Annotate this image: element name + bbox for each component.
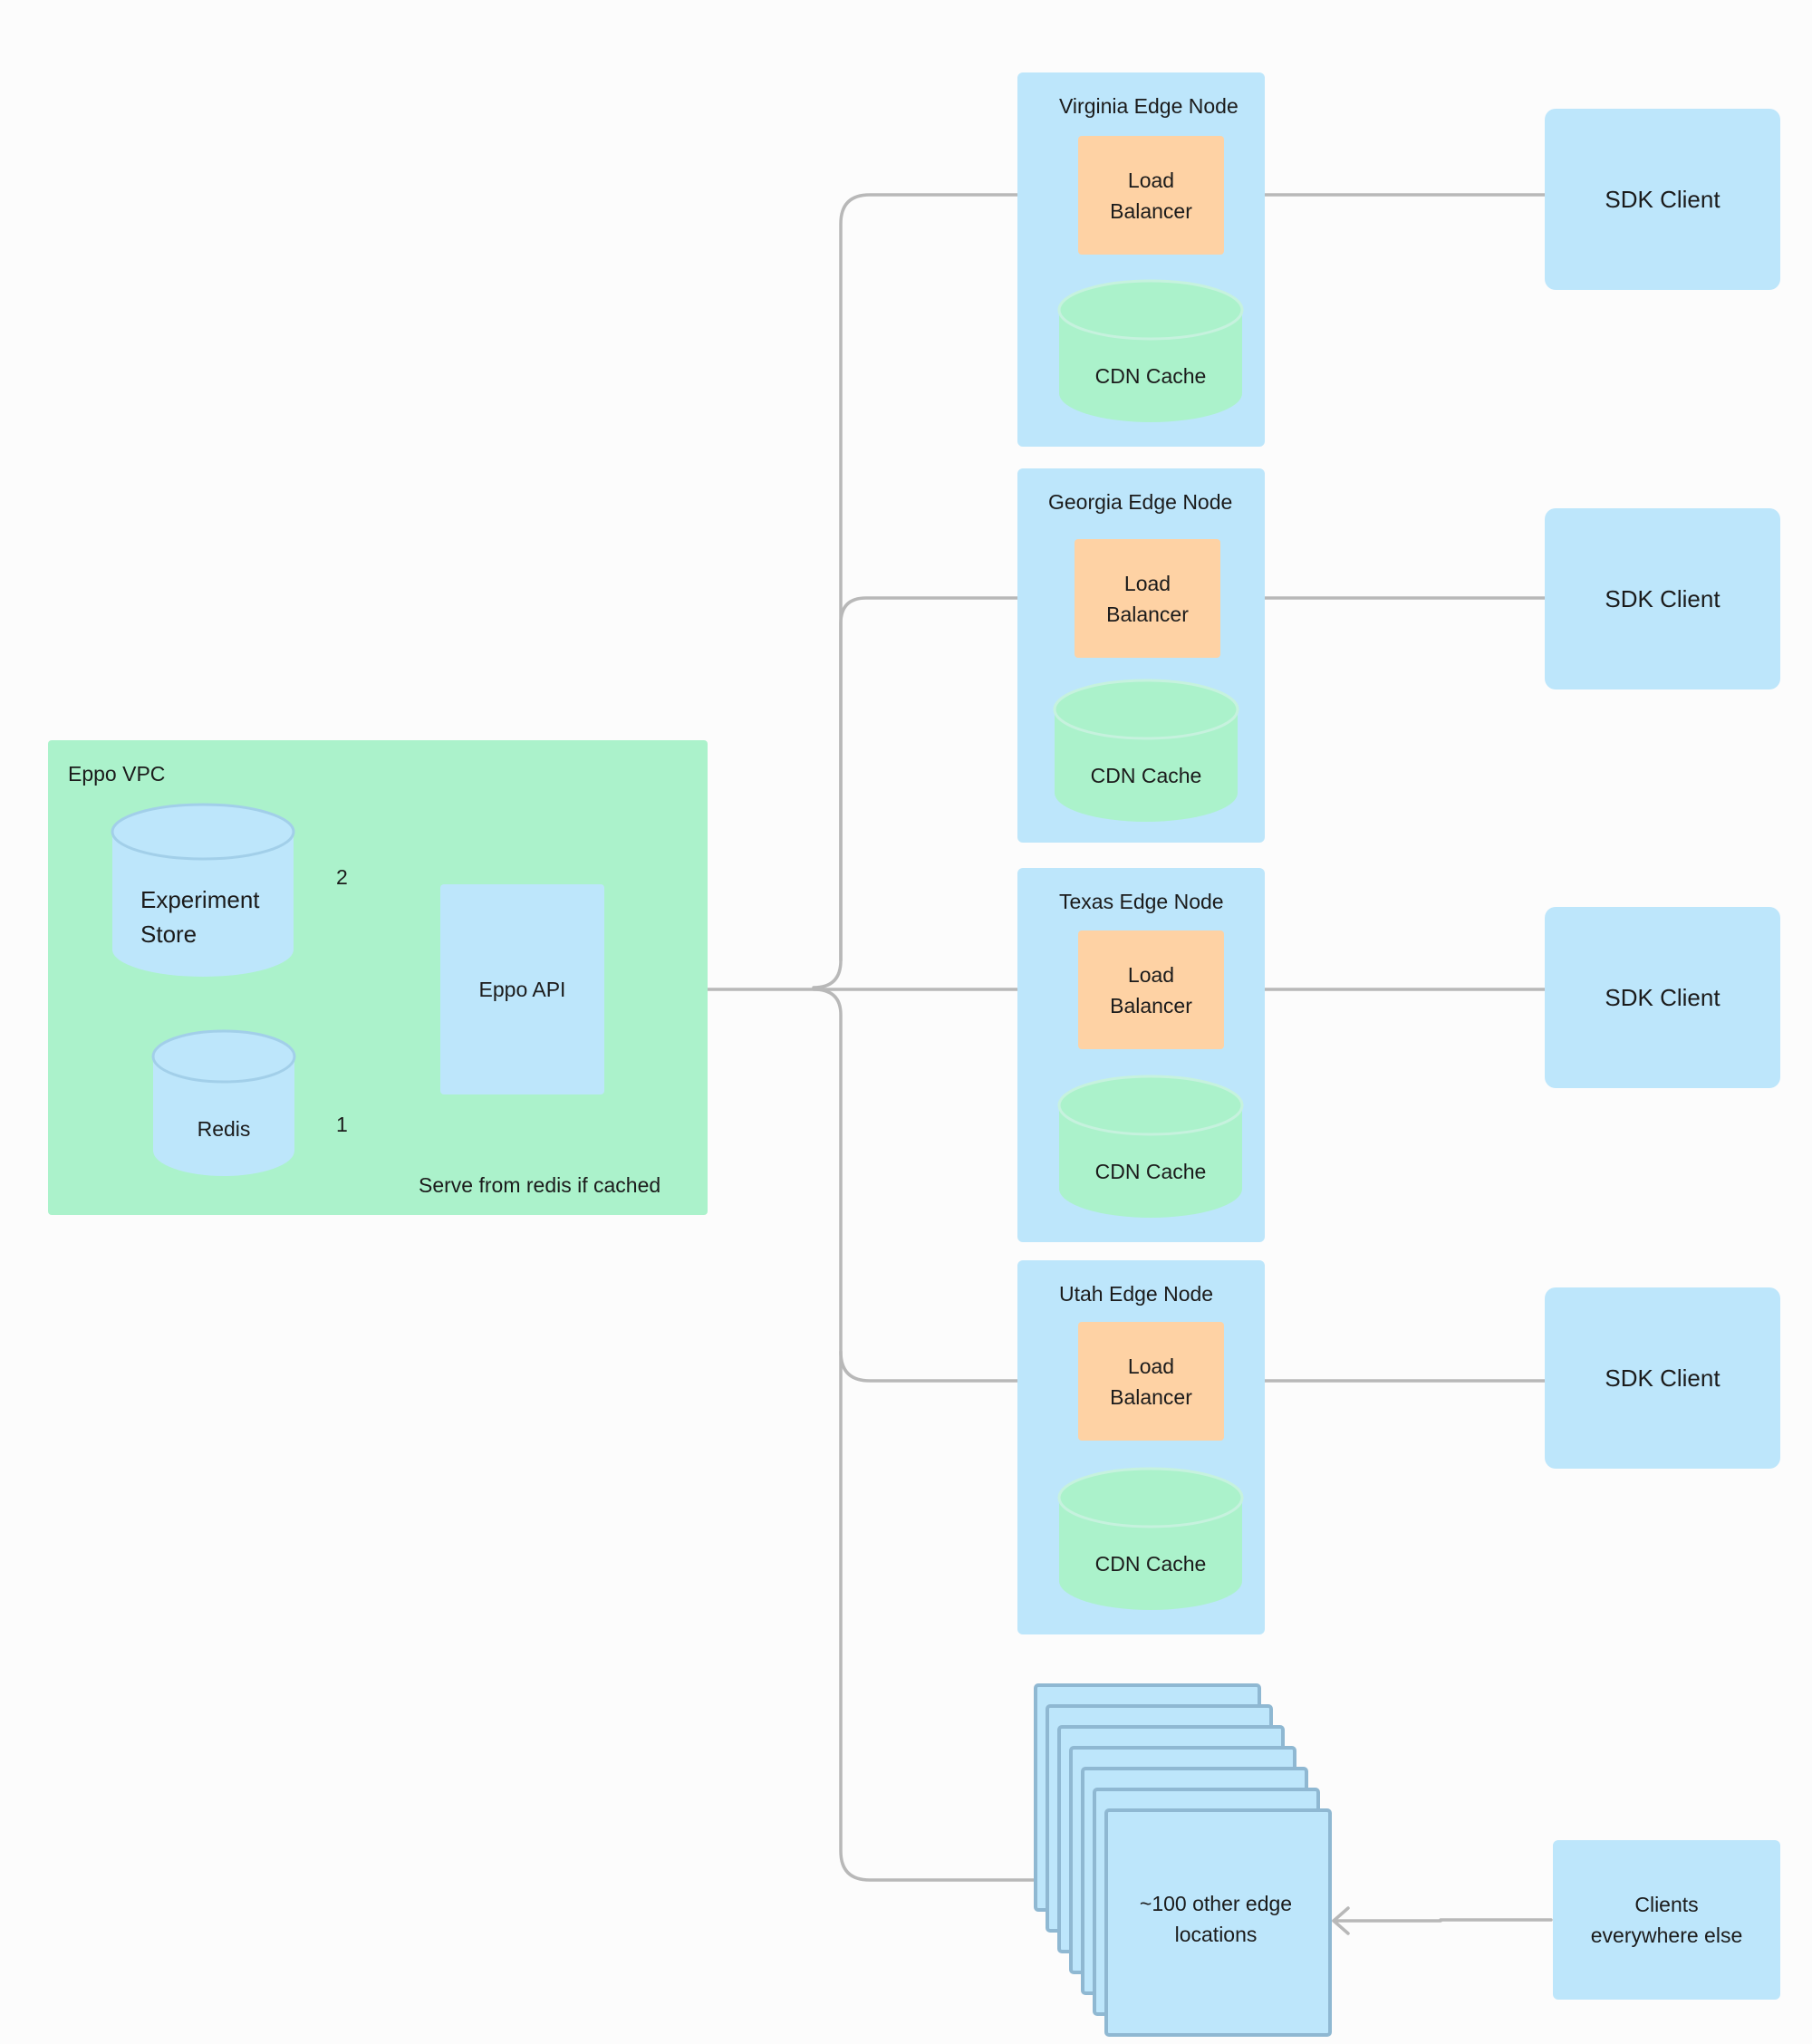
vpc-note: Serve from redis if cached — [419, 1173, 661, 1197]
sdk-client-label: SDK Client — [1605, 983, 1720, 1011]
utah-cdn-cache-label: CDN Cache — [1094, 1552, 1207, 1576]
sdk-client-label: SDK Client — [1605, 185, 1720, 213]
arrow-other — [1332, 1906, 1350, 1935]
step-1-label: 1 — [336, 1113, 348, 1136]
sdk-client-georgia[interactable]: SDK Client — [1545, 508, 1780, 689]
connector-georgia — [839, 596, 1072, 962]
redis-cylinder[interactable] — [151, 1029, 296, 1178]
sdk-client-utah[interactable]: SDK Client — [1545, 1287, 1780, 1469]
edge-location-card-front[interactable] — [1104, 1808, 1332, 2037]
texas-cdn-cache-label: CDN Cache — [1094, 1160, 1207, 1183]
connector-clients-other — [1332, 1918, 1553, 1923]
virginia-cdn-cache-label: CDN Cache — [1094, 364, 1207, 388]
experiment-store-cylinder[interactable] — [111, 803, 295, 979]
georgia-edge-title: Georgia Edge Node — [1048, 490, 1233, 514]
virginia-cdn-cache[interactable] — [1057, 279, 1244, 424]
georgia-cdn-cache-label: CDN Cache — [1090, 764, 1202, 787]
redis-label: Redis — [197, 1117, 251, 1141]
georgia-load-balancer[interactable]: Load Balancer — [1075, 539, 1220, 658]
eppo-api-box[interactable]: Eppo API — [440, 884, 604, 1094]
experiment-store-label: Experiment Store — [140, 886, 260, 948]
sdk-client-virginia[interactable]: SDK Client — [1545, 109, 1780, 290]
other-edge-locations-label: ~100 other edge locations — [1139, 1892, 1293, 1946]
texas-cdn-cache[interactable] — [1057, 1075, 1244, 1220]
sdk-client-texas[interactable]: SDK Client — [1545, 907, 1780, 1088]
clients-everywhere-else[interactable]: Clients everywhere else — [1553, 1840, 1780, 2000]
connector-virginia — [812, 193, 1075, 989]
texas-load-balancer[interactable]: Load Balancer — [1078, 930, 1224, 1049]
utah-cdn-cache[interactable] — [1057, 1467, 1244, 1612]
virginia-load-balancer[interactable]: Load Balancer — [1078, 136, 1224, 255]
sdk-client-label: SDK Client — [1605, 584, 1720, 612]
sdk-client-label: SDK Client — [1605, 1364, 1720, 1392]
texas-edge-title: Texas Edge Node — [1059, 890, 1224, 913]
utah-load-balancer[interactable]: Load Balancer — [1078, 1322, 1224, 1441]
virginia-edge-title: Virginia Edge Node — [1059, 94, 1239, 118]
step-2-label: 2 — [336, 865, 348, 889]
georgia-cdn-cache[interactable] — [1053, 679, 1239, 824]
utah-edge-title: Utah Edge Node — [1059, 1282, 1214, 1306]
vpc-title: Eppo VPC — [68, 762, 166, 786]
connector-other — [839, 1350, 1075, 1882]
eppo-api-label: Eppo API — [478, 977, 566, 1001]
